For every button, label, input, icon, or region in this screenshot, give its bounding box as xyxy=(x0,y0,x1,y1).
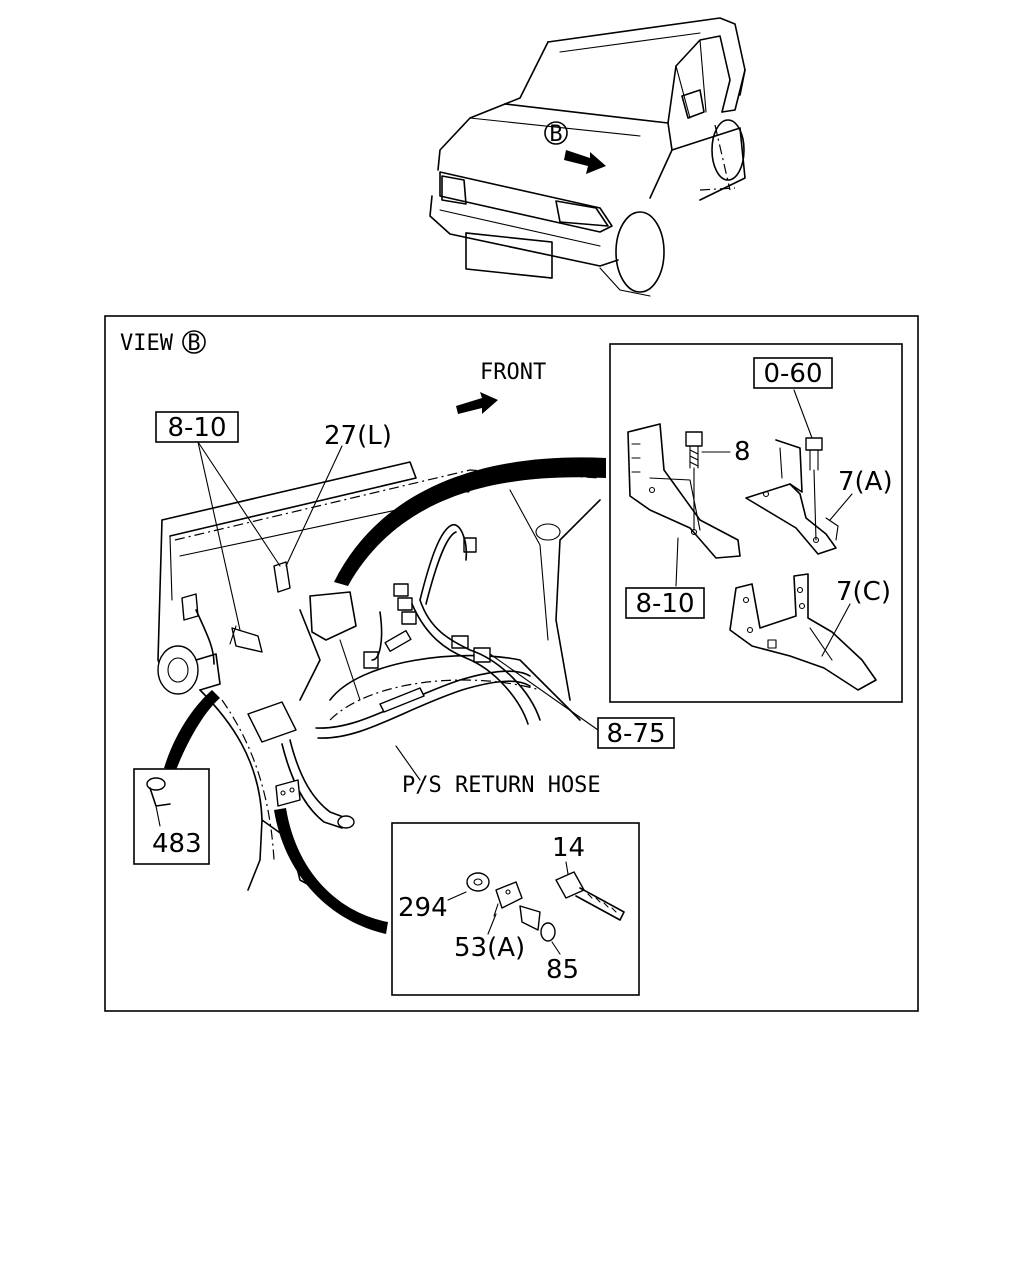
front-arrow-icon xyxy=(456,392,498,414)
ref-8-10-main: 8-10 xyxy=(167,413,226,443)
bolt-8 xyxy=(685,431,703,531)
bracket-7a xyxy=(745,439,839,555)
callout-swoosh-fasteners xyxy=(274,808,388,934)
part-483-label: 483 xyxy=(152,829,202,859)
part-294-label: 294 xyxy=(398,893,448,923)
part-14-label: 14 xyxy=(552,833,585,863)
part-8-label: 8 xyxy=(734,437,751,467)
ref-0-60: 0-60 xyxy=(763,359,822,389)
overview-view-marker: B xyxy=(549,122,562,147)
inset-fasteners xyxy=(391,822,640,996)
clip-85 xyxy=(519,905,556,942)
vehicle-overview: B xyxy=(429,17,746,297)
part-27l-label: 27(L) xyxy=(324,421,392,451)
inset-brackets xyxy=(609,343,903,703)
clip-53a xyxy=(493,881,523,917)
view-title-marker: B xyxy=(187,331,200,356)
part-85-label: 85 xyxy=(546,955,579,985)
ps-return-hose-label: P/S RETURN HOSE xyxy=(402,773,601,798)
bracket-7c xyxy=(729,573,877,691)
clip-483 xyxy=(146,777,171,827)
part-53a-label: 53(A) xyxy=(454,933,525,963)
cable-tie-14 xyxy=(555,871,625,921)
ref-8-75: 8-75 xyxy=(606,719,665,749)
callout-swoosh-bracket xyxy=(334,457,606,586)
front-label: FRONT xyxy=(480,360,546,385)
part-7c-label: 7(C) xyxy=(836,577,891,607)
view-title: VIEW xyxy=(120,331,174,356)
nut-294 xyxy=(466,872,490,892)
part-7a-label: 7(A) xyxy=(838,467,893,497)
ref-8-10-inset: 8-10 xyxy=(635,589,694,619)
callout-swoosh-clip xyxy=(164,690,220,770)
bolt-0-60 xyxy=(805,437,823,541)
bracket-8-10 xyxy=(627,423,741,559)
